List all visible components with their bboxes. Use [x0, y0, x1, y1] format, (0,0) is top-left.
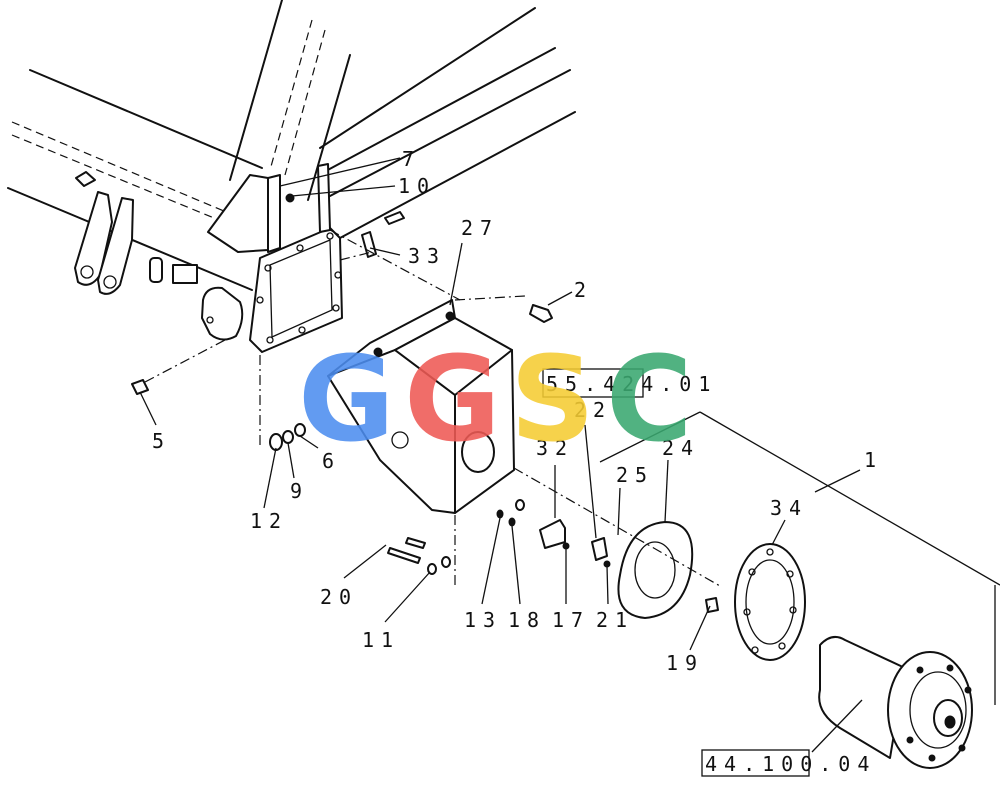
callout-17: 17	[552, 608, 590, 632]
watermark-letter-s: S	[510, 330, 595, 468]
reference-box-bottom	[701, 749, 810, 777]
callout-33: 33	[408, 244, 446, 268]
callout-21: 21	[596, 608, 634, 632]
wheel-hub-assembly	[617, 521, 973, 769]
callout-20: 20	[320, 585, 358, 609]
reference-box-top	[542, 368, 644, 398]
callout-25: 25	[616, 463, 654, 487]
callout-22: 22	[574, 398, 612, 422]
main-axle-beam	[7, 69, 263, 341]
upper-frame-beams	[207, 0, 576, 253]
callout-7: 7	[402, 147, 421, 171]
callout-numbers: 7 10 33 27 2 5 22 32 24 25 1 6 9 12 34 2…	[152, 147, 883, 675]
callout-11: 11	[362, 628, 400, 652]
callout-2: 2	[574, 278, 593, 302]
callout-27: 27	[461, 216, 499, 240]
callout-1: 1	[864, 448, 883, 472]
reference-55-424-01: 55.424.01	[546, 372, 717, 396]
callout-5: 5	[152, 429, 171, 453]
callout-19: 19	[666, 651, 704, 675]
callout-9: 9	[290, 479, 309, 503]
callout-13: 13	[464, 608, 502, 632]
spindle-housing	[327, 299, 515, 514]
callout-24: 24	[662, 436, 700, 460]
center-lines	[144, 229, 721, 587]
reference-labels: 55.424.01 44.100.04	[542, 368, 876, 777]
callout-6: 6	[322, 449, 341, 473]
reference-44-100-04: 44.100.04	[705, 752, 876, 776]
leader-lines	[139, 157, 1000, 753]
watermark-letter-c: C	[606, 330, 693, 468]
callout-32: 32	[536, 436, 574, 460]
watermark-letter-g1: G	[298, 330, 395, 468]
beam-mounting-flange	[249, 163, 343, 353]
callout-34: 34	[770, 496, 808, 520]
callout-10: 10	[398, 174, 436, 198]
callout-12: 12	[250, 509, 288, 533]
callout-18: 18	[508, 608, 546, 632]
hardware	[131, 211, 719, 613]
watermark-logo: G G S C	[298, 330, 693, 468]
watermark-letter-g2: G	[404, 330, 501, 468]
